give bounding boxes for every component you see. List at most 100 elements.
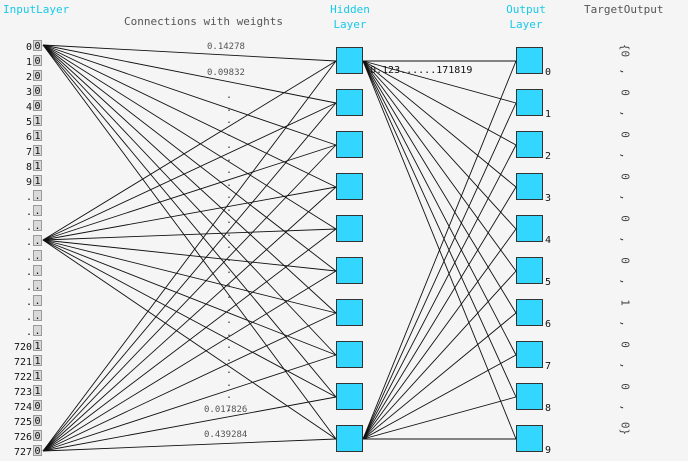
input-value-cell: 0 <box>33 55 42 67</box>
ellipsis-dot: . <box>226 265 233 276</box>
ellipsis-dot: . <box>226 390 233 401</box>
input-value-cell: 0 <box>33 400 42 412</box>
input-index: 0 <box>25 42 32 53</box>
output-node <box>516 173 543 200</box>
connection-line <box>42 44 337 146</box>
target-output-char: {0 <box>618 43 632 58</box>
target-output-char: 0 <box>618 257 632 264</box>
input-index: . <box>25 312 32 323</box>
hidden-node <box>336 215 363 242</box>
input-value-cell: 1 <box>33 145 42 157</box>
output-node <box>516 341 543 368</box>
input-value-cell: 1 <box>33 355 42 367</box>
connection-line <box>362 102 517 440</box>
input-index: . <box>25 267 32 278</box>
ellipsis-dot: . <box>226 140 233 151</box>
hidden-layer-title-line1: Hidden <box>330 3 370 16</box>
weight-label: 0.439284 <box>204 430 248 440</box>
output-layer-title: Output Layer <box>502 2 550 32</box>
connection-line <box>42 44 337 62</box>
output-node <box>516 425 543 452</box>
input-index: 725 <box>13 417 32 428</box>
input-value-cell: . <box>33 310 42 322</box>
connections-title: Connections with weights <box>124 15 283 28</box>
connection-line <box>42 44 337 398</box>
target-output-char: , <box>618 194 632 201</box>
target-output-char: , <box>618 236 632 243</box>
input-value-cell: . <box>33 295 42 307</box>
target-output-char: 0 <box>618 215 632 222</box>
input-value-cell: . <box>33 190 42 202</box>
input-index: . <box>25 222 32 233</box>
hidden-node <box>336 89 363 116</box>
target-output-char: 0 <box>618 341 632 348</box>
target-output-char: 0 <box>618 89 632 96</box>
input-value-cell: 0 <box>33 415 42 427</box>
input-value-cell: . <box>33 265 42 277</box>
input-index: . <box>25 327 32 338</box>
connection-line <box>42 44 337 440</box>
ellipsis-dot: . <box>226 215 233 226</box>
connection-line <box>42 312 337 452</box>
ellipsis-dot: . <box>226 90 233 101</box>
input-value-cell: 1 <box>33 130 42 142</box>
output-node <box>516 47 543 74</box>
connection-line <box>362 60 517 398</box>
input-value-cell: 1 <box>33 175 42 187</box>
input-value-cell: 0 <box>33 85 42 97</box>
input-value-cell: . <box>33 280 42 292</box>
connection-line <box>362 60 517 230</box>
ellipsis-dot: . <box>226 227 233 239</box>
hidden-layer-title-line2: Layer <box>333 18 367 31</box>
connection-line <box>42 60 337 452</box>
ellipsis-dot: . <box>226 402 233 414</box>
output-index: 3 <box>545 193 552 204</box>
connection-line <box>42 438 337 452</box>
connection-line <box>362 144 517 440</box>
input-value-cell: 0 <box>33 430 42 442</box>
connection-line <box>42 102 337 452</box>
hidden-node <box>336 257 363 284</box>
ellipsis-dot: . <box>226 315 233 326</box>
input-index: . <box>25 237 32 248</box>
input-value-cell: 0 <box>33 100 42 112</box>
connection-line <box>42 186 337 452</box>
ellipsis-dot: . <box>226 377 233 389</box>
output-node <box>516 89 543 116</box>
output-node <box>516 131 543 158</box>
connection-line <box>42 44 337 314</box>
hidden-node <box>336 131 363 158</box>
input-value-cell: . <box>33 220 42 232</box>
ellipsis-dot: . <box>226 202 233 214</box>
hidden-weight-label: 0.123......171819 <box>370 65 473 76</box>
input-index: 727 <box>13 447 32 458</box>
weight-label: 0.017826 <box>204 405 248 415</box>
ellipsis-dot: . <box>226 327 233 339</box>
input-value-cell: 1 <box>33 115 42 127</box>
input-layer-title: InputLayer <box>3 3 70 16</box>
input-index: 7 <box>25 147 32 158</box>
target-output-char: , <box>618 320 632 327</box>
input-value-cell: 0 <box>33 70 42 82</box>
input-value-cell: . <box>33 205 42 217</box>
connection-line <box>362 270 517 440</box>
connection-line <box>362 60 517 272</box>
target-output-char: 1 <box>618 299 632 306</box>
output-index: 9 <box>545 445 552 456</box>
connection-line <box>362 60 517 356</box>
input-value-cell: 1 <box>33 370 42 382</box>
hidden-node <box>336 173 363 200</box>
weight-label: 0.14278 <box>207 42 245 52</box>
connection-line <box>42 144 337 452</box>
input-index: 1 <box>25 57 32 68</box>
connection-line <box>42 396 337 452</box>
output-index: 7 <box>545 361 552 372</box>
input-index: 9 <box>25 177 32 188</box>
connection-line <box>362 60 517 314</box>
connection-line <box>42 44 337 356</box>
connection-line <box>42 228 337 241</box>
connection-line <box>42 44 337 272</box>
input-value-cell: . <box>33 250 42 262</box>
connection-line <box>362 228 517 440</box>
connection-line <box>42 44 337 188</box>
